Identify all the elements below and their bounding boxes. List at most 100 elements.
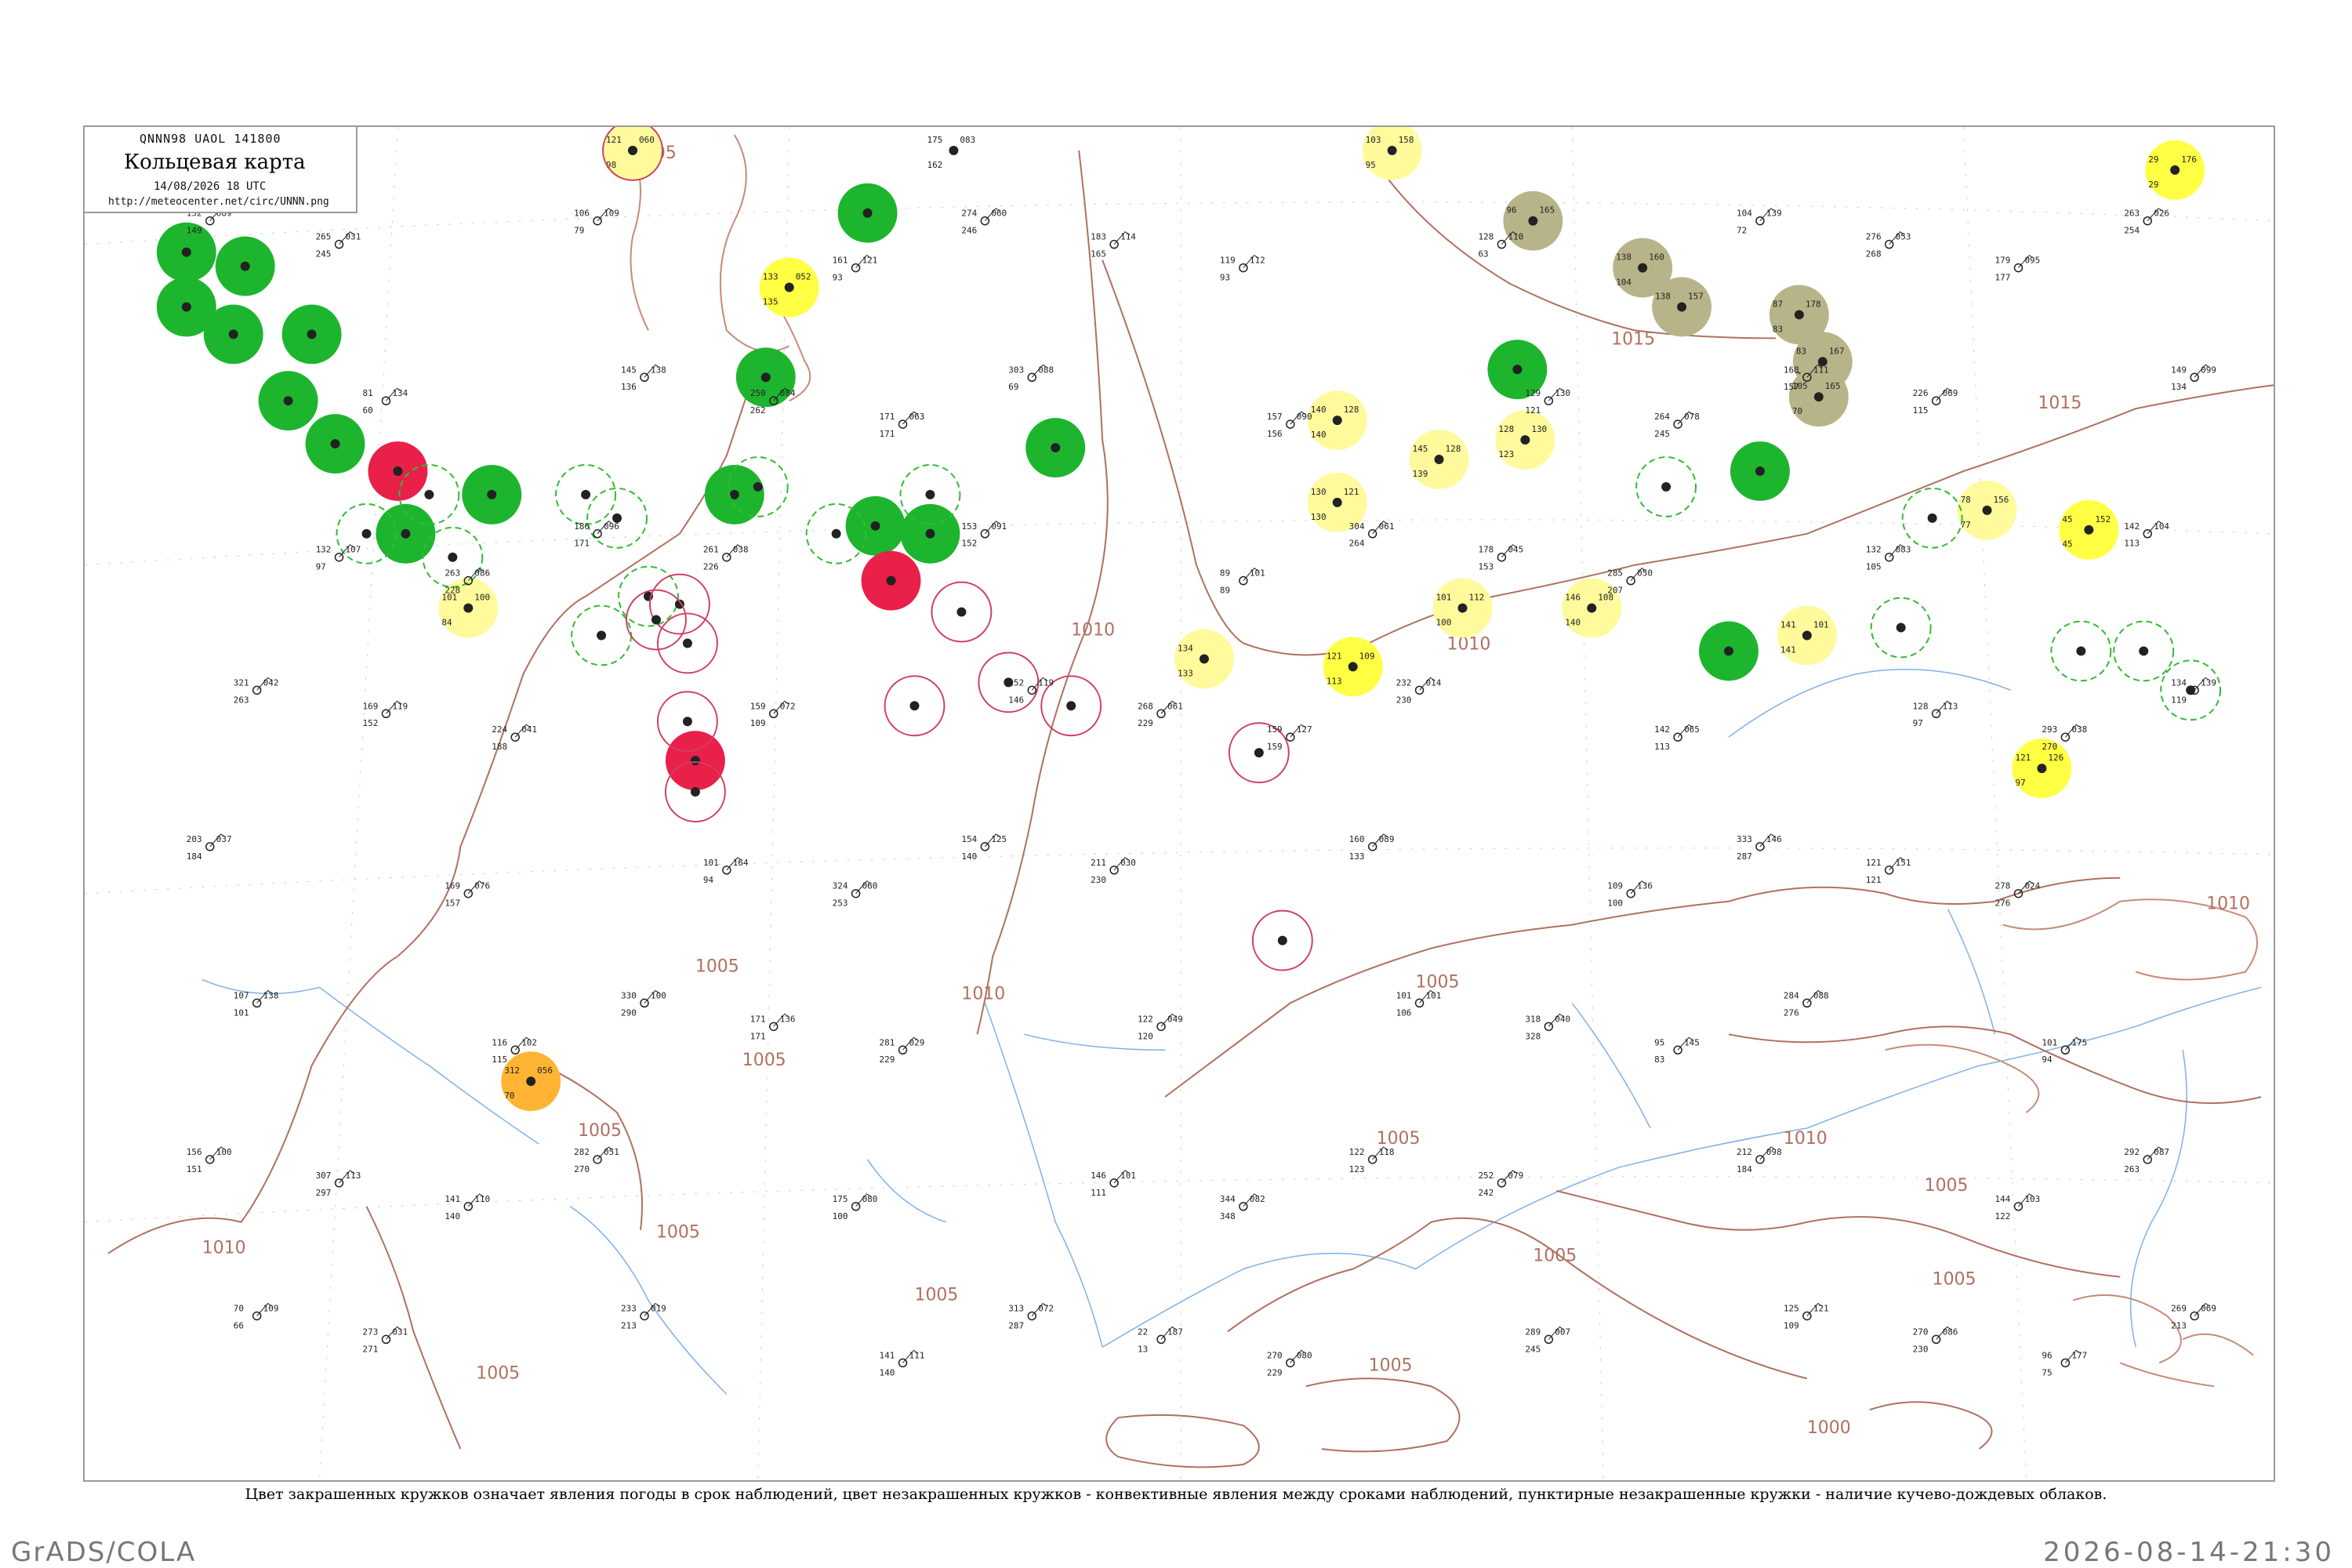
station-marker[interactable] <box>462 465 522 524</box>
station-marker[interactable] <box>664 761 726 822</box>
station-marker[interactable] <box>1699 621 1759 681</box>
station-marker[interactable] <box>1487 339 1548 400</box>
station-marker[interactable] <box>665 731 725 791</box>
station-marker[interactable] <box>861 550 921 611</box>
station-marker[interactable] <box>899 464 961 525</box>
station-marker[interactable] <box>1228 722 1290 784</box>
station-marker[interactable] <box>1025 418 1086 477</box>
station-marker[interactable] <box>336 503 397 564</box>
station-marker[interactable] <box>837 183 898 243</box>
station-marker[interactable] <box>978 652 1040 713</box>
station-marker[interactable] <box>2113 620 2175 682</box>
station-marker[interactable] <box>156 222 216 282</box>
station-marker[interactable] <box>586 487 648 549</box>
station-marker[interactable] <box>376 503 436 564</box>
station-marker[interactable] <box>1635 456 1697 517</box>
station-marker[interactable] <box>156 277 216 337</box>
station-marker[interactable] <box>1730 441 1790 501</box>
station-marker[interactable] <box>900 503 960 564</box>
station-marker[interactable] <box>422 526 484 588</box>
station-marker[interactable] <box>704 465 764 524</box>
station-marker[interactable] <box>281 304 342 365</box>
station-marker[interactable] <box>215 236 275 296</box>
source-url[interactable]: http://meteocenter.net/circ/UNNN.png <box>108 196 329 208</box>
station-marker[interactable] <box>727 456 789 517</box>
station-marker[interactable] <box>648 573 710 635</box>
station-marker[interactable] <box>884 675 946 737</box>
station-marker[interactable] <box>1040 675 1102 737</box>
station-marker[interactable] <box>805 503 867 564</box>
